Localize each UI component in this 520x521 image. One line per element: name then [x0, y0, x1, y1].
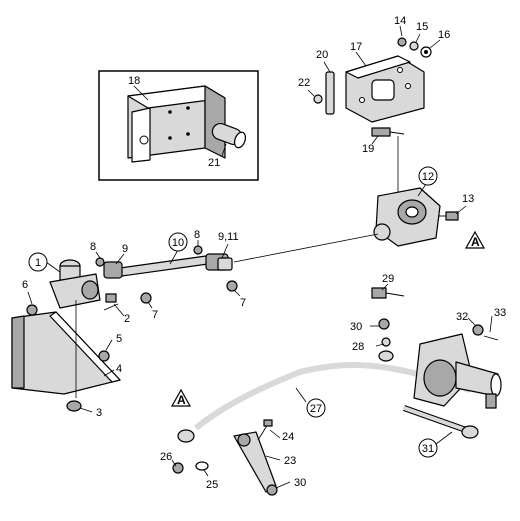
nut-part-5 — [98, 350, 110, 362]
label-26: 26 — [160, 451, 172, 463]
bolt-part-3 — [66, 400, 82, 412]
nut-part-30a — [378, 318, 390, 330]
label-15: 15 — [416, 21, 428, 33]
label-3: 3 — [96, 407, 102, 419]
bolt-part-24 — [257, 419, 273, 441]
callout-circle-12 — [418, 166, 438, 186]
label-5: 5 — [116, 333, 122, 345]
label-4: 4 — [116, 363, 122, 375]
tie-rod-part-31 — [402, 405, 479, 439]
callout-27: 27 — [310, 403, 322, 415]
bracket-part-18 — [127, 85, 226, 163]
label-9: 9 — [122, 243, 128, 255]
label-8b: 8 — [194, 229, 200, 241]
intermediate-shaft-part-10 — [103, 253, 229, 279]
bolt-part-29 — [371, 287, 405, 299]
leader-lines — [27, 25, 493, 489]
callout-1: 1 — [35, 257, 41, 269]
nut-part-32 — [472, 324, 484, 336]
bolt-part-2 — [103, 293, 119, 311]
nut-part-14 — [397, 37, 407, 47]
skid-plate-part-4 — [11, 311, 121, 395]
callout-12: 12 — [422, 171, 434, 183]
label-14: 14 — [394, 15, 406, 27]
nut-part-7b — [226, 280, 238, 292]
label-28: 28 — [352, 341, 364, 353]
label-32: 32 — [456, 311, 468, 323]
washer-part-15 — [409, 41, 419, 51]
nut-part-30b — [266, 484, 278, 496]
assembly-line — [233, 233, 379, 263]
nut-part-6 — [26, 304, 38, 316]
label-29: 29 — [382, 273, 394, 285]
callout-circle-10 — [168, 232, 188, 252]
label-2: 2 — [124, 313, 130, 325]
label-23: 23 — [284, 455, 296, 467]
reference-marker-a-lower-label: A — [177, 393, 186, 407]
label-30a: 30 — [350, 321, 362, 333]
label-7a: 7 — [152, 309, 158, 321]
bolt-part-19 — [371, 127, 405, 137]
pin-part-33 — [483, 335, 499, 341]
mounting-bracket-part-17 — [345, 55, 425, 123]
callout-circle-27 — [306, 398, 326, 418]
reference-marker-a-upper-label: A — [471, 235, 480, 249]
label-20: 20 — [316, 49, 328, 61]
label-7b: 7 — [240, 297, 246, 309]
spacer-plate-part-20 — [325, 71, 335, 115]
label-21: 21 — [208, 157, 220, 169]
label-9-11: 9,11 — [218, 231, 239, 243]
steering-gear-part-12 — [373, 187, 441, 247]
label-6: 6 — [22, 279, 28, 291]
reference-marker-a-lower — [170, 388, 192, 407]
pitman-arm-part-23 — [233, 431, 277, 493]
label-22: 22 — [298, 77, 310, 89]
nut-part-7a — [140, 292, 152, 304]
steering-knuckle-assembly — [413, 333, 502, 409]
label-24: 24 — [282, 431, 294, 443]
label-16: 16 — [438, 29, 450, 41]
callout-circle-31 — [418, 438, 438, 458]
label-18: 18 — [128, 75, 140, 87]
nut-part-28 — [381, 337, 391, 347]
nut-part-8a — [95, 257, 105, 267]
label-19: 19 — [362, 143, 374, 155]
label-8a: 8 — [90, 241, 96, 253]
bushing-part-21 — [211, 123, 247, 149]
nut-part-8b — [193, 245, 203, 255]
label-33: 33 — [494, 307, 506, 319]
label-17: 17 — [350, 41, 362, 53]
u-joint-part-9-11 — [217, 257, 233, 271]
reference-marker-a-upper — [464, 230, 486, 249]
nut-part-22 — [313, 94, 323, 104]
washer-part-25 — [195, 461, 209, 471]
callout-10: 10 — [172, 237, 184, 249]
bolt-part-13 — [438, 211, 459, 221]
nut-part-26 — [172, 462, 184, 474]
steering-box-part-1 — [49, 259, 101, 309]
callout-circle-1 — [28, 252, 48, 272]
label-30b: 30 — [294, 477, 306, 489]
label-25: 25 — [206, 479, 218, 491]
callout-31: 31 — [422, 443, 434, 455]
washer-part-16 — [420, 46, 432, 58]
label-13: 13 — [462, 193, 474, 205]
